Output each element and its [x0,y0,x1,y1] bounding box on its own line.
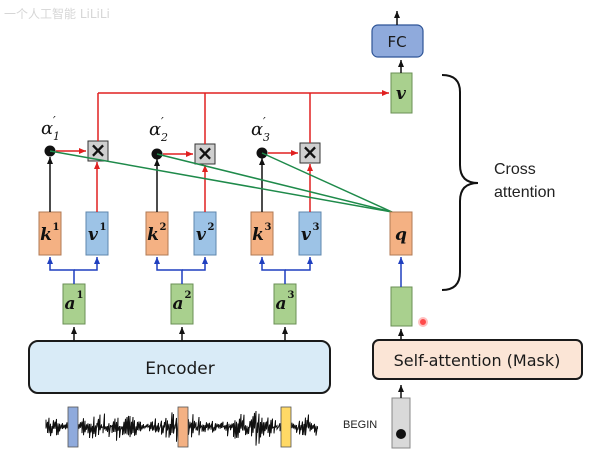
waveform-segment-3 [280,406,292,448]
decoder-hidden-box [390,286,413,327]
svg-text:3: 3 [263,131,270,144]
alpha1-label: α ′ 1 [41,114,60,143]
k2-box: k 2 [145,211,169,256]
multiply3-box: × [299,140,321,164]
svg-text:2: 2 [208,222,215,233]
audio-waveform [45,406,318,448]
output-v-box: v [390,72,413,114]
self-attention-box [372,339,583,380]
svg-text:3: 3 [265,222,272,233]
svg-text:v: v [396,84,407,104]
k3-box: k 3 [250,211,274,256]
svg-text:q: q [395,225,407,245]
watermark: 一个人工智能 LiLiLi [4,6,110,21]
v3-box: v 3 [298,211,322,256]
begin-label: BEGIN [343,419,377,431]
svg-text:α: α [149,119,161,140]
svg-text:3: 3 [288,290,295,301]
svg-text:3: 3 [313,222,320,233]
svg-text:×: × [302,140,319,164]
svg-text:×: × [197,141,214,165]
svg-text:k: k [40,225,52,245]
encoder-box [28,340,331,394]
a3-branch-arrows [259,257,313,284]
waveform-segment-1 [67,406,79,448]
svg-text:a: a [64,294,75,314]
svg-text:1: 1 [53,130,60,143]
alpha3-label: α ′ 3 [251,115,270,144]
a3-box: a 3 [273,283,297,325]
cross-attention-label-line2: attention [494,184,555,201]
svg-text:2: 2 [185,290,192,301]
self-attention-label: Self-attention (Mask) [394,351,561,370]
svg-text:v: v [196,225,207,245]
waveform-segment-2 [177,406,189,448]
svg-text:′: ′ [161,115,164,129]
svg-text:a: a [172,294,183,314]
begin-token-box [391,397,411,449]
a1-box: a 1 [62,283,86,325]
multiply2-box: × [194,141,216,165]
alpha2-label: α ′ 2 [149,115,168,144]
v1-box: v 1 [85,211,109,256]
svg-text:α: α [251,119,263,140]
a1-branch-arrows [47,257,100,284]
a2-box: a 2 [170,283,194,325]
svg-text:1: 1 [53,222,60,233]
svg-text:k: k [147,225,159,245]
svg-text:×: × [90,138,107,162]
encoder-label: Encoder [145,359,215,379]
svg-text:2: 2 [160,222,167,233]
k1-box: k 1 [38,211,62,256]
svg-text:1: 1 [100,222,107,233]
weighted-sum-lines [97,90,389,144]
cross-attention-label-line1: Cross [494,161,536,178]
begin-token-dot [396,429,406,439]
svg-text:2: 2 [160,131,168,144]
svg-text:1: 1 [77,290,84,301]
a2-branch-arrows [154,257,208,284]
cursor-dot [418,317,428,327]
fc-label: FC [387,33,406,51]
svg-text:′: ′ [263,115,266,129]
svg-text:v: v [88,225,99,245]
svg-text:v: v [301,225,312,245]
v2-box: v 2 [193,211,217,256]
cross-attention-brace [441,74,479,291]
svg-text:k: k [252,225,264,245]
svg-text:a: a [275,294,286,314]
query-attention-lines [49,150,393,213]
svg-text:α: α [41,118,53,139]
svg-text:′: ′ [53,114,56,128]
query-box: q [389,211,413,256]
